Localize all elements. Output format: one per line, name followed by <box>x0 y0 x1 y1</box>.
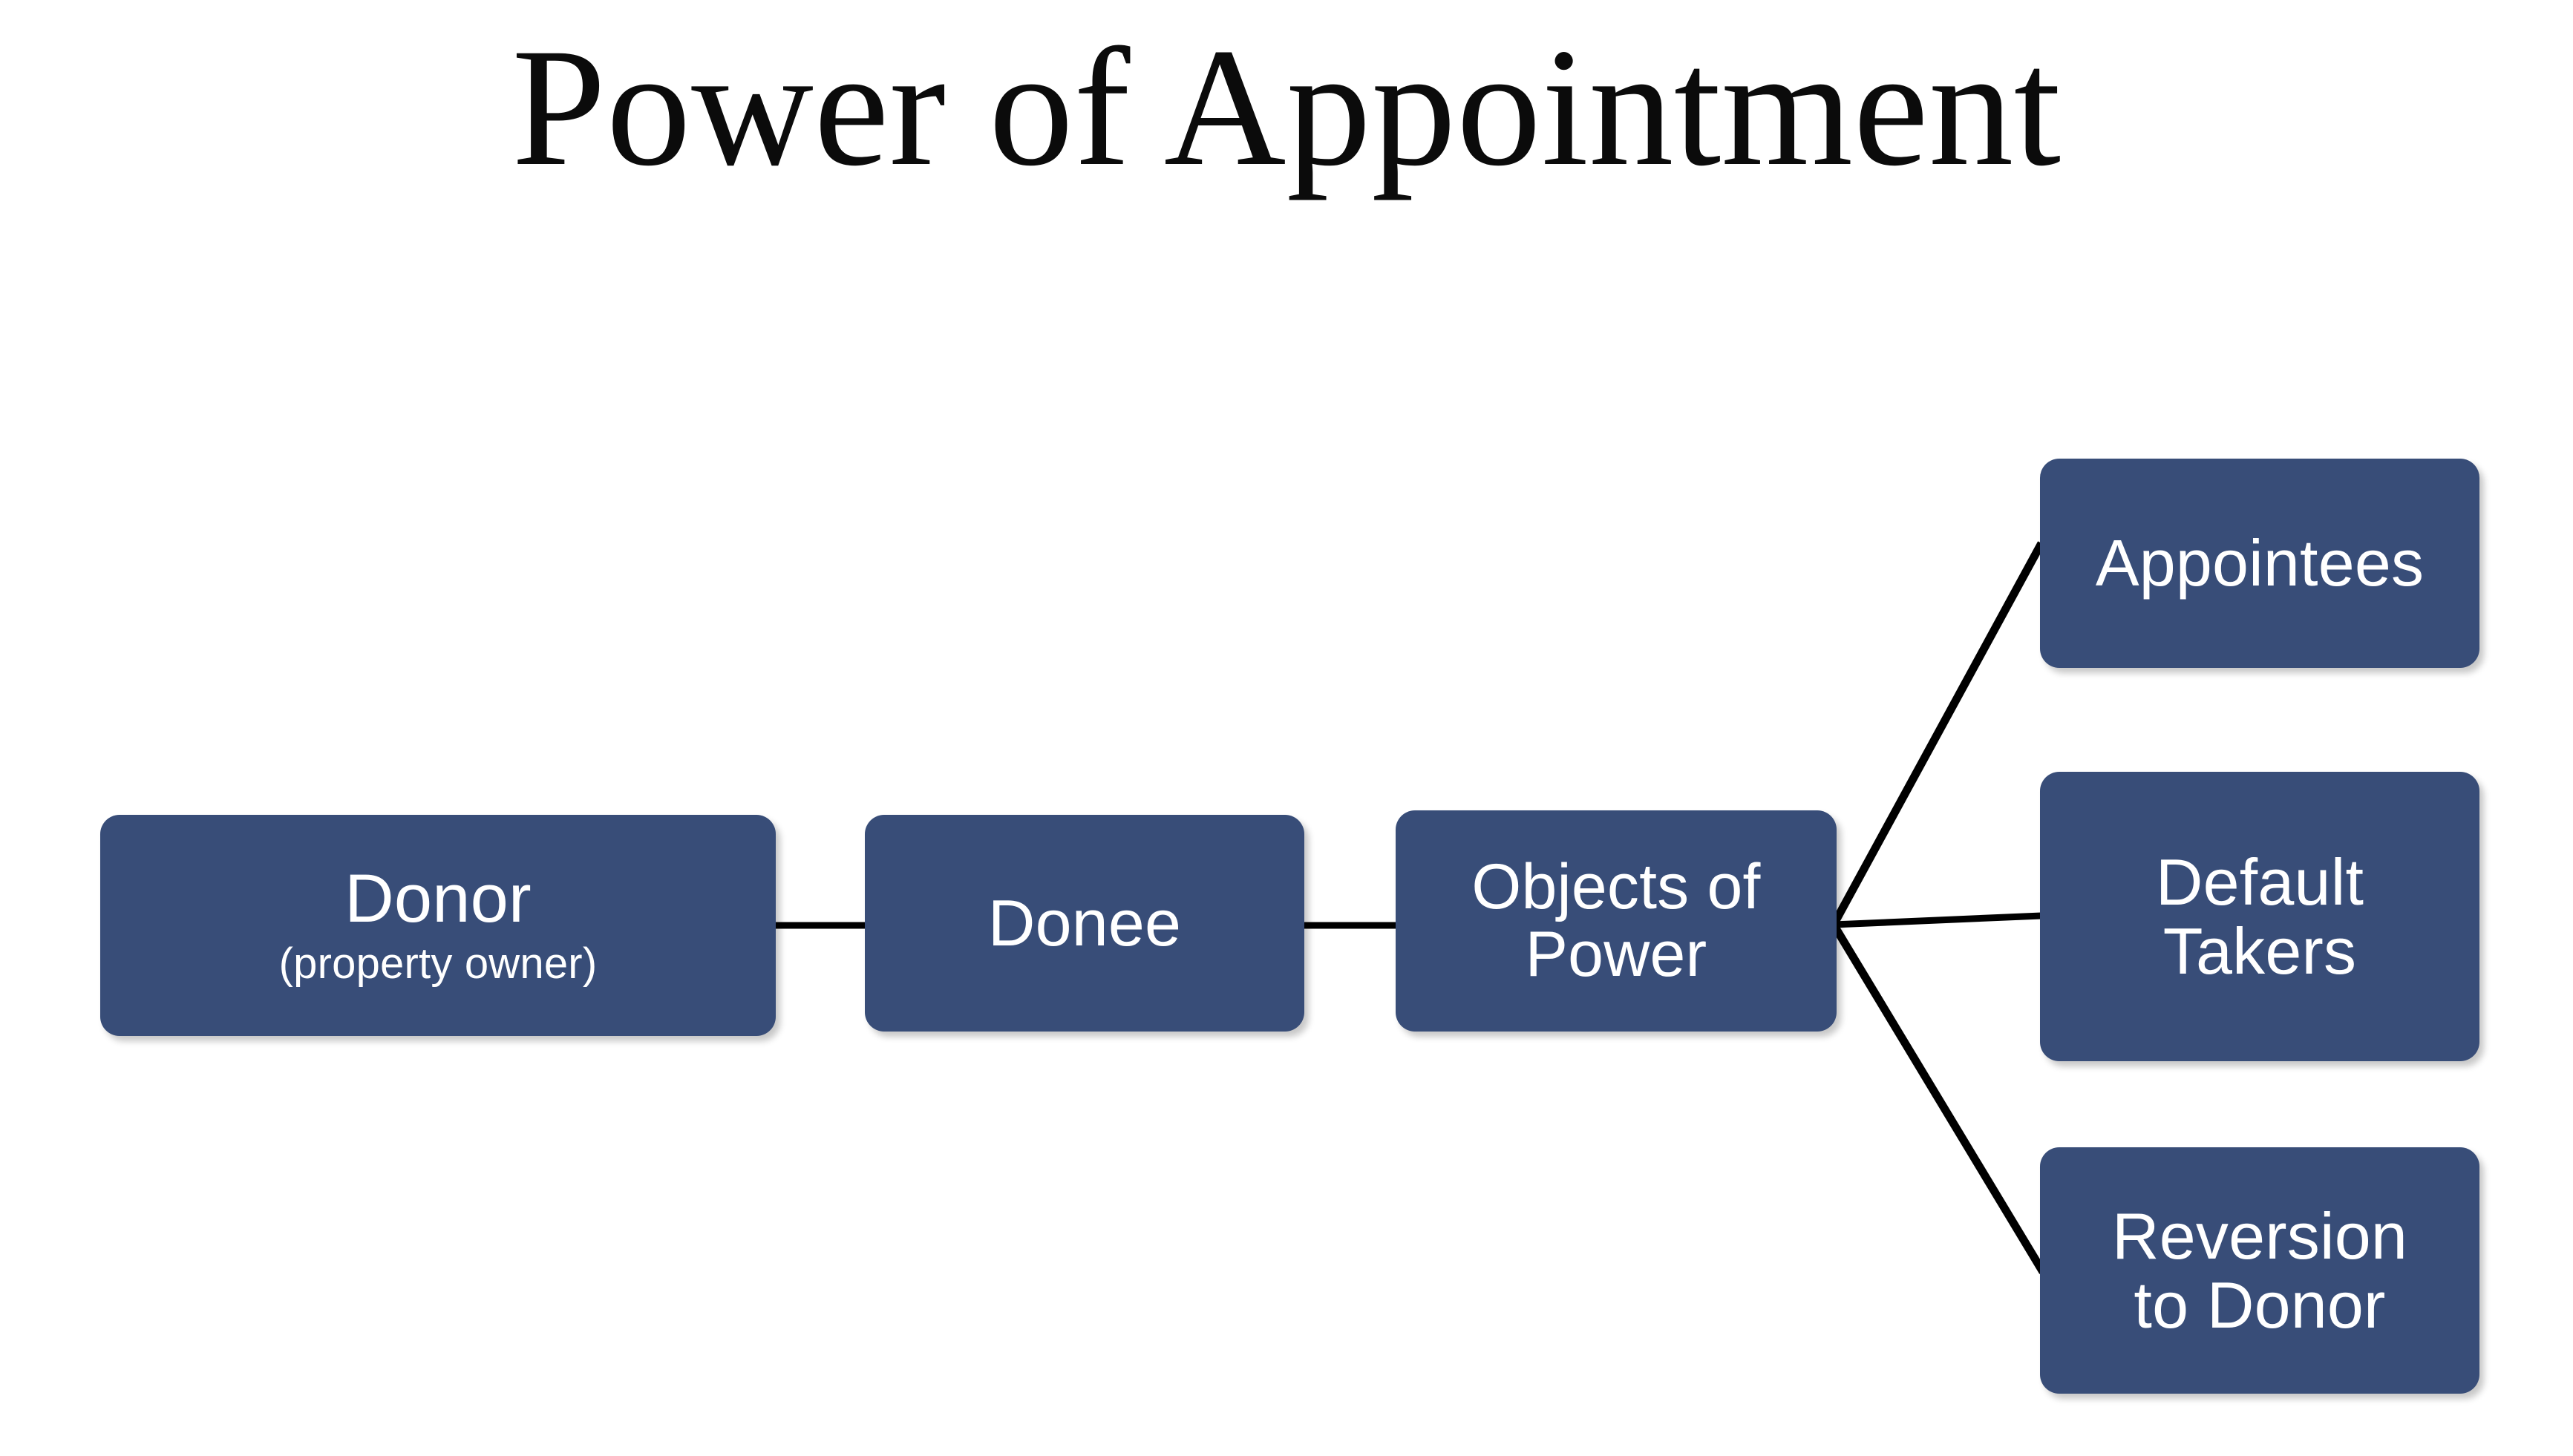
node-reversion-to-donor-label: Reversion to Donor <box>2112 1198 2407 1342</box>
connector-objects-to-appointees <box>1830 541 2045 927</box>
node-donor[interactable]: Donor (property owner) <box>100 815 776 1036</box>
node-donor-sublabel: (property owner) <box>278 939 598 988</box>
page-title: Power of Appointment <box>511 14 2062 201</box>
node-objects-of-power[interactable]: Objects of Power <box>1396 810 1837 1032</box>
node-default-takers[interactable]: Default Takers <box>2040 772 2479 1061</box>
node-appointees-label: Appointees <box>2095 526 2425 600</box>
connector-objects-to-default-takers <box>1833 912 2042 928</box>
node-default-takers-label: Default Takers <box>2155 845 2364 988</box>
node-donee[interactable]: Donee <box>865 815 1304 1032</box>
node-donee-label: Donee <box>987 886 1182 960</box>
node-objects-of-power-label: Objects of Power <box>1471 850 1761 990</box>
node-appointees[interactable]: Appointees <box>2040 459 2479 668</box>
node-reversion-to-donor[interactable]: Reversion to Donor <box>2040 1147 2479 1394</box>
node-donor-label: Donor <box>344 861 532 937</box>
connector-objects-to-reversion <box>1830 922 2047 1274</box>
